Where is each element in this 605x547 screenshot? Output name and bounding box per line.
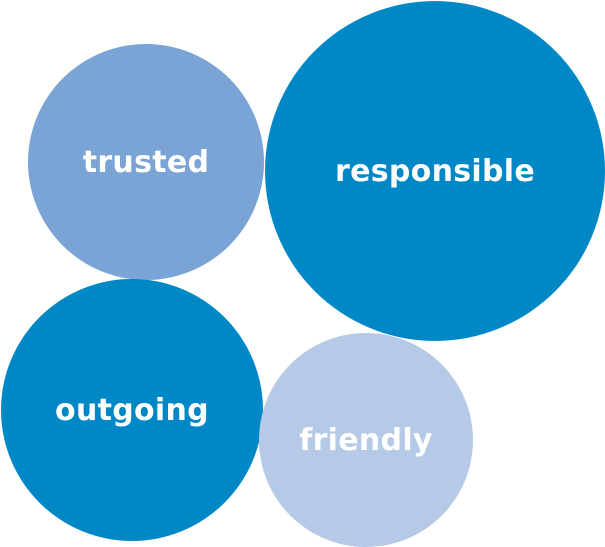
bubble-friendly: friendly xyxy=(259,333,473,547)
bubble-label-outgoing: outgoing xyxy=(55,392,209,428)
bubble-label-responsible: responsible xyxy=(335,153,535,189)
bubble-label-trusted: trusted xyxy=(82,144,210,180)
bubble-outgoing: outgoing xyxy=(1,279,263,541)
bubble-label-friendly: friendly xyxy=(299,422,433,458)
bubble-responsible: responsible xyxy=(265,1,605,341)
bubble-trusted: trusted xyxy=(28,44,264,280)
